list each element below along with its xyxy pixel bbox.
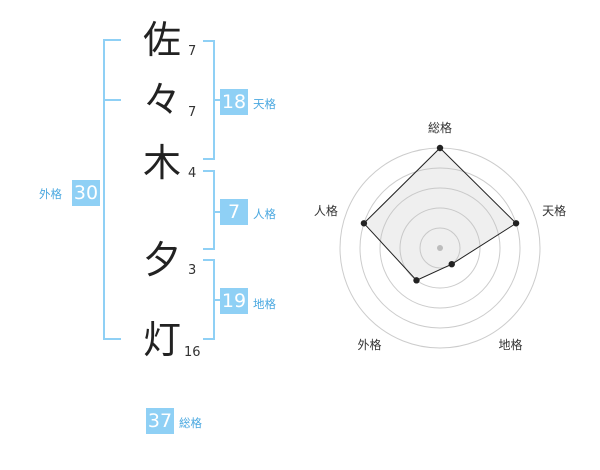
gaikaku-label: 外格	[39, 187, 62, 201]
gaikaku-bracket	[103, 39, 121, 340]
radar-point-3	[448, 260, 455, 268]
name-char-4: 夕	[142, 238, 181, 282]
radar-ring-2	[399, 207, 481, 289]
radar-axis-label-2: 天格	[542, 203, 566, 218]
name-char-1: 佐	[142, 18, 181, 62]
gaikaku-value: 30	[72, 180, 100, 206]
stroke-count-1: 7	[188, 44, 197, 59]
tenkaku-value: 18	[220, 89, 248, 115]
radar-series-area	[363, 147, 517, 281]
stroke-count-3: 4	[188, 166, 197, 181]
stroke-count-2: 7	[188, 105, 197, 120]
jinkaku-bracket	[203, 170, 215, 250]
chikaku-value: 19	[220, 288, 248, 314]
radar-point-5	[360, 220, 368, 227]
radar-point-4	[413, 277, 420, 284]
jinkaku-label: 人格	[253, 207, 276, 221]
radar-center-dot	[437, 245, 443, 251]
soukaku-value: 37	[146, 408, 174, 434]
radar-axis-label-3: 地格	[498, 337, 522, 352]
radar-ring-1	[419, 227, 461, 269]
name-char-2: 々	[142, 78, 181, 122]
stroke-count-5: 16	[184, 345, 201, 360]
tenkaku-label: 天格	[253, 97, 276, 111]
radar-ring-4	[359, 167, 521, 329]
jinkaku-value: 7	[220, 199, 248, 225]
chikaku-label: 地格	[253, 297, 276, 311]
radar-ring-3	[379, 187, 501, 309]
radar-axis-label-4: 外格	[357, 337, 381, 352]
stroke-count-4: 3	[188, 263, 197, 278]
radar-axis-label-5: 人格	[314, 203, 338, 218]
soukaku-label: 総格	[179, 416, 202, 430]
radar-point-1	[436, 144, 444, 152]
radar-point-2	[512, 220, 520, 227]
name-char-3: 木	[142, 141, 181, 185]
name-char-5: 灯	[142, 318, 181, 362]
radar-axis-label-1: 総格	[428, 120, 452, 135]
